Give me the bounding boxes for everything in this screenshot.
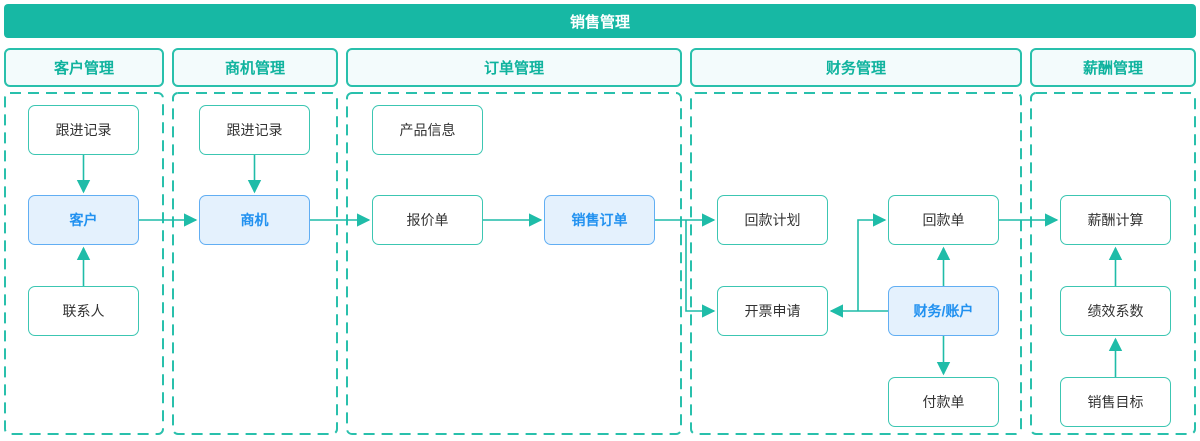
edge-financeaccount-to-collectionreceipt-elbow bbox=[857, 213, 887, 311]
node-label: 产品信息 bbox=[399, 122, 456, 138]
lane-salary bbox=[1030, 92, 1196, 435]
node-label: 付款单 bbox=[922, 394, 965, 410]
column-header-label: 客户管理 bbox=[53, 60, 114, 77]
node-label: 跟进记录 bbox=[55, 122, 112, 138]
node-opportunity: 商机 bbox=[199, 195, 310, 245]
diagram-title: 销售管理 bbox=[569, 13, 630, 31]
lane-customer bbox=[4, 92, 164, 435]
column-header-label: 薪酬管理 bbox=[1082, 60, 1143, 77]
node-sales-target: 销售目标 bbox=[1060, 377, 1171, 427]
node-label: 回款单 bbox=[922, 212, 965, 228]
lane-opportunity bbox=[172, 92, 338, 435]
node-label: 报价单 bbox=[406, 212, 449, 228]
node-contact: 联系人 bbox=[28, 286, 139, 336]
node-label: 销售订单 bbox=[571, 212, 628, 228]
column-header-customer: 客户管理 bbox=[4, 48, 164, 87]
column-header-finance: 财务管理 bbox=[690, 48, 1022, 87]
node-collection-plan: 回款计划 bbox=[717, 195, 828, 245]
column-header-label: 商机管理 bbox=[224, 60, 285, 77]
node-performance-coefficient: 绩效系数 bbox=[1060, 286, 1171, 336]
edge-salesorder-to-invoicerequest bbox=[685, 220, 716, 318]
node-label: 回款计划 bbox=[744, 212, 801, 228]
diagram-title-bar: 销售管理 bbox=[4, 4, 1196, 38]
node-finance-account: 财务/账户 bbox=[888, 286, 999, 336]
node-follow-record-customer: 跟进记录 bbox=[28, 105, 139, 155]
column-header-salary: 薪酬管理 bbox=[1030, 48, 1196, 87]
node-collection-receipt: 回款单 bbox=[888, 195, 999, 245]
lane-order bbox=[346, 92, 682, 435]
node-label: 联系人 bbox=[62, 303, 105, 319]
node-label: 开票申请 bbox=[744, 303, 801, 319]
node-payment-order: 付款单 bbox=[888, 377, 999, 427]
node-label: 绩效系数 bbox=[1087, 303, 1144, 319]
node-label: 客户 bbox=[69, 212, 98, 228]
column-header-label: 订单管理 bbox=[483, 60, 544, 77]
node-label: 财务/账户 bbox=[913, 303, 974, 319]
node-invoice-request: 开票申请 bbox=[717, 286, 828, 336]
column-header-order: 订单管理 bbox=[346, 48, 682, 87]
node-customer: 客户 bbox=[28, 195, 139, 245]
node-product-info: 产品信息 bbox=[372, 105, 483, 155]
node-label: 跟进记录 bbox=[226, 122, 283, 138]
node-label: 薪酬计算 bbox=[1087, 212, 1144, 228]
column-header-label: 财务管理 bbox=[825, 60, 886, 77]
column-header-opportunity: 商机管理 bbox=[172, 48, 338, 87]
node-label: 销售目标 bbox=[1087, 394, 1144, 410]
lane-finance bbox=[690, 92, 1022, 435]
node-salary-calc: 薪酬计算 bbox=[1060, 195, 1171, 245]
node-label: 商机 bbox=[240, 212, 269, 228]
node-follow-record-opportunity: 跟进记录 bbox=[199, 105, 310, 155]
node-sales-order: 销售订单 bbox=[544, 195, 655, 245]
node-quotation: 报价单 bbox=[372, 195, 483, 245]
